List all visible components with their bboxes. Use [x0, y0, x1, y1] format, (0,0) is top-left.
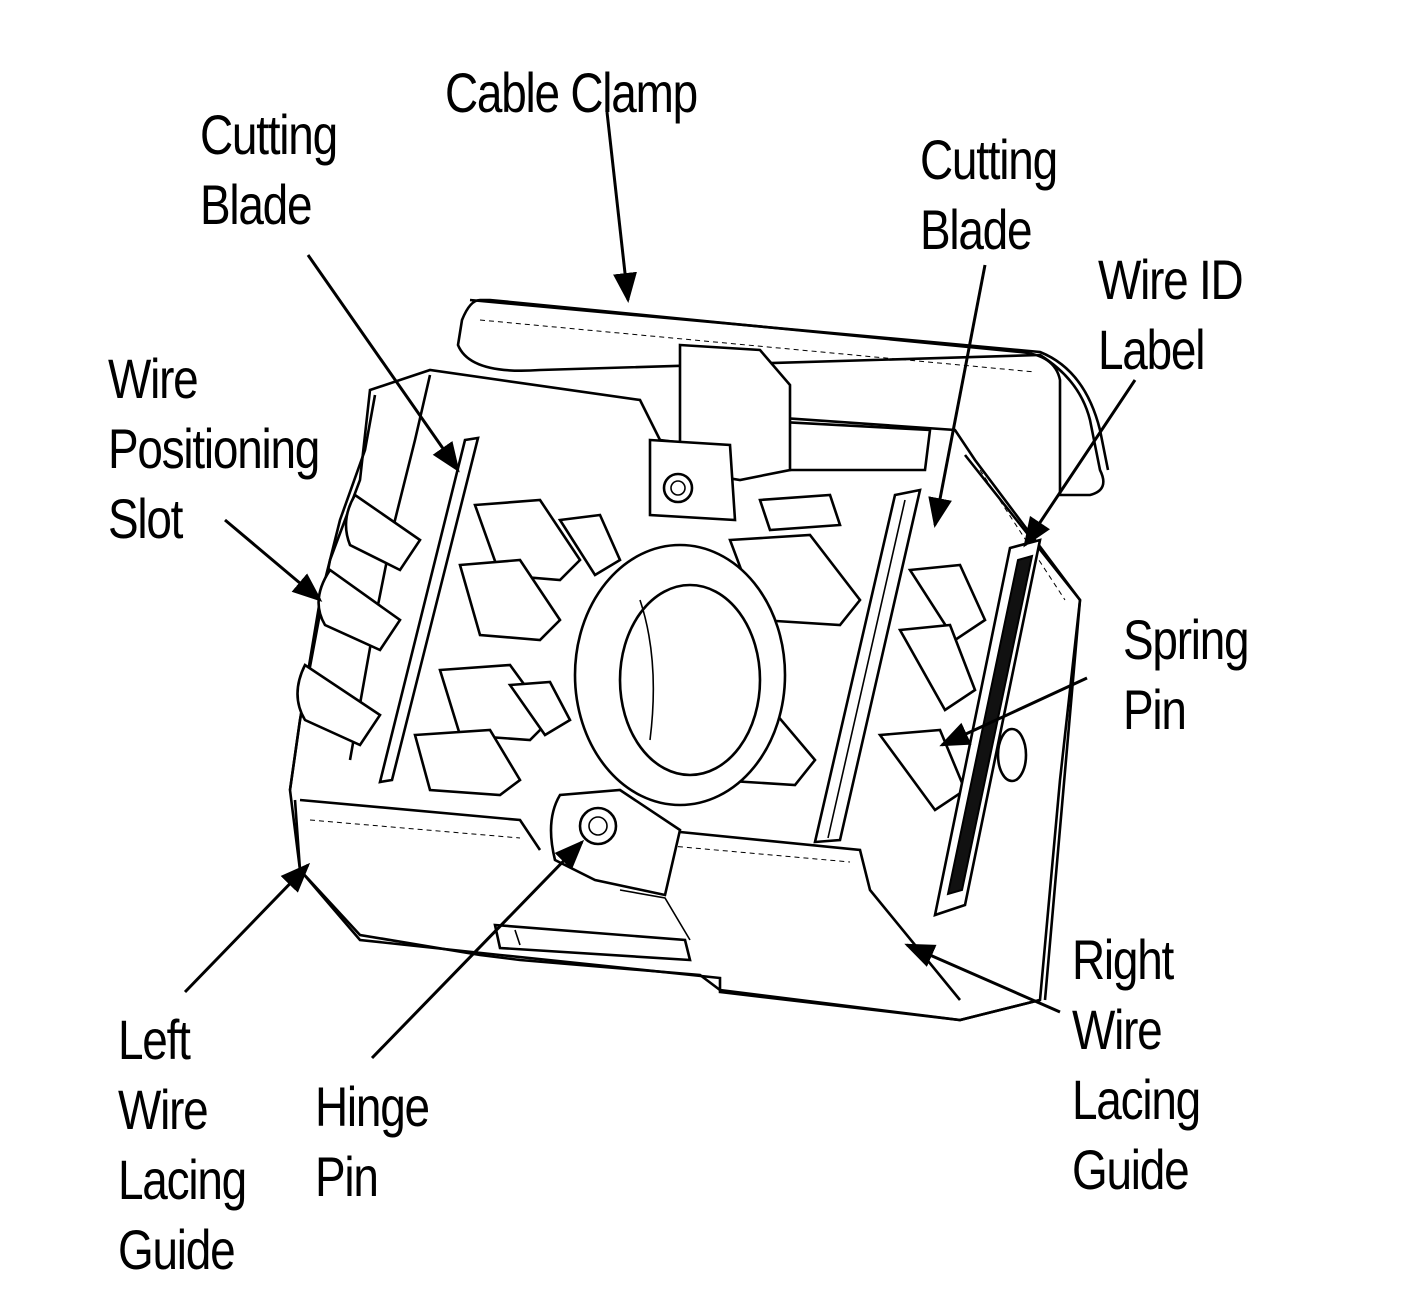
leader-arrows [183, 111, 1137, 1060]
label-cutting-blade-right: Cutting Blade [920, 125, 1058, 265]
label-left-wire-lacing-guide: Left Wire Lacing Guide [118, 1005, 247, 1285]
label-line: Wire ID [1098, 248, 1244, 311]
left-slot-blocks [413, 498, 622, 797]
arrow-left-wire-lacing-guide [183, 862, 311, 994]
label-line: Spring [1123, 608, 1250, 671]
label-line: Wire [1072, 998, 1163, 1061]
label-line: Lacing [118, 1148, 247, 1211]
label-wire-positioning-slot: Wire Positioning Slot [108, 344, 320, 554]
label-line: Cutting [920, 128, 1058, 191]
arrow-wire-id-label [1023, 379, 1137, 548]
center-opening [573, 343, 792, 807]
label-line: Blade [200, 173, 313, 236]
label-line: Guide [1072, 1138, 1190, 1201]
label-line: Pin [1123, 678, 1187, 741]
label-cable-clamp: Cable Clamp [445, 58, 698, 128]
label-spring-pin: Spring Pin [1123, 605, 1250, 745]
label-line: Cable Clamp [445, 61, 698, 124]
label-line: Slot [108, 487, 183, 550]
label-line: Lacing [1072, 1068, 1201, 1131]
label-line: Pin [315, 1145, 379, 1208]
cable-clamp-part [456, 298, 1110, 497]
label-line: Positioning [108, 417, 320, 480]
arrow-cutting-blade-left [306, 254, 460, 473]
label-line: Blade [920, 198, 1033, 261]
label-line: Label [1098, 318, 1205, 381]
arrow-cutting-blade-right [928, 264, 987, 528]
label-hinge-pin: Hinge Pin [315, 1072, 430, 1212]
arrow-cable-clamp [605, 111, 637, 303]
arrow-spring-pin [939, 676, 1088, 747]
arrow-right-wire-lacing-guide [904, 943, 1061, 1014]
label-line: Hinge [315, 1075, 430, 1138]
arrow-hinge-pin [370, 839, 585, 1060]
label-wire-id-label: Wire ID Label [1098, 245, 1244, 385]
label-line: Wire [108, 347, 199, 410]
left-blade-part [378, 436, 480, 784]
label-line: Cutting [200, 103, 338, 166]
label-line: Right [1072, 928, 1174, 991]
label-line: Left [118, 1008, 191, 1071]
label-line: Wire [118, 1078, 209, 1141]
label-cutting-blade-left: Cutting Blade [200, 100, 338, 240]
arrow-wire-positioning-slot [224, 518, 323, 602]
label-right-wire-lacing-guide: Right Wire Lacing Guide [1072, 925, 1201, 1205]
label-line: Guide [118, 1218, 236, 1281]
right-blade-part [813, 488, 922, 844]
positioning-fins [296, 493, 422, 747]
